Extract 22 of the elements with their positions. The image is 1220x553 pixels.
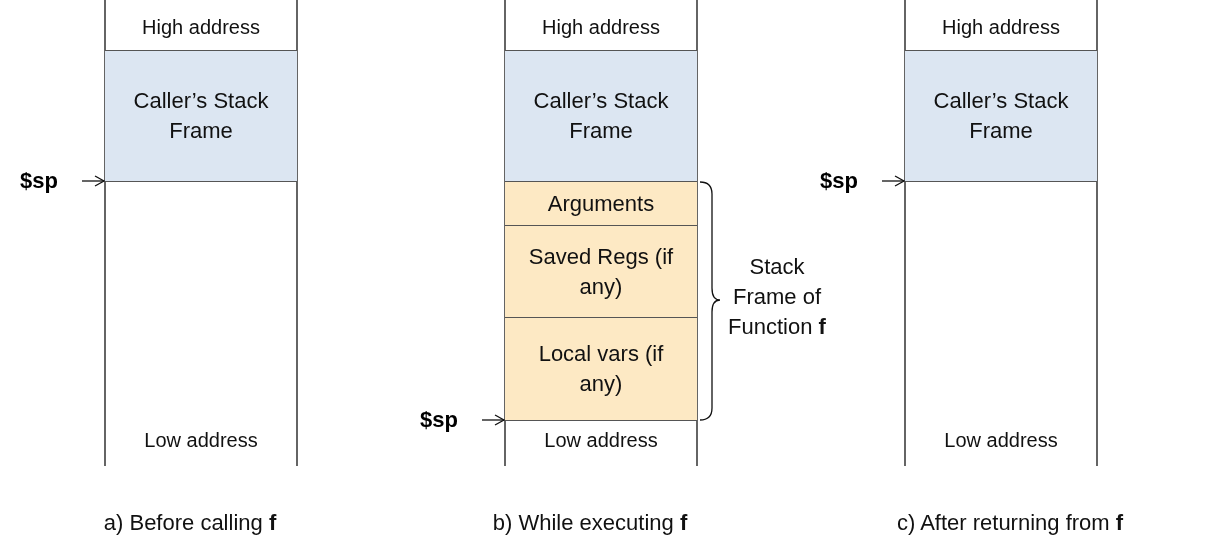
- arrow: [481, 414, 505, 426]
- arrow: [81, 175, 105, 187]
- stack-pointer-label: $sp: [420, 405, 472, 435]
- panel-caption: a) Before calling f: [102, 509, 278, 537]
- panel-caption: c) After returning from f: [895, 509, 1125, 537]
- stack-pointer-label: $sp: [820, 166, 872, 196]
- stack-frame-box: Caller’s Stack Frame: [505, 50, 697, 182]
- address-label: Low address: [543, 428, 659, 453]
- stack-frame-box: Saved Regs (if any): [505, 225, 697, 318]
- arrow: [881, 175, 905, 187]
- stack-pointer-label: $sp: [20, 166, 72, 196]
- stack-frame-box: Caller’s Stack Frame: [905, 50, 1097, 182]
- address-label: High address: [541, 15, 661, 40]
- address-label: Low address: [143, 428, 259, 453]
- panel-caption: b) While executing f: [491, 509, 689, 537]
- stack-frame-box: Caller’s Stack Frame: [105, 50, 297, 182]
- stack-frame-box: Arguments: [505, 181, 697, 226]
- address-label: High address: [141, 15, 261, 40]
- stack-frame-box: Local vars (if any): [505, 317, 697, 421]
- address-label: Low address: [943, 428, 1059, 453]
- address-label: High address: [941, 15, 1061, 40]
- bracket-label: Stack Frame of Function f: [727, 253, 827, 341]
